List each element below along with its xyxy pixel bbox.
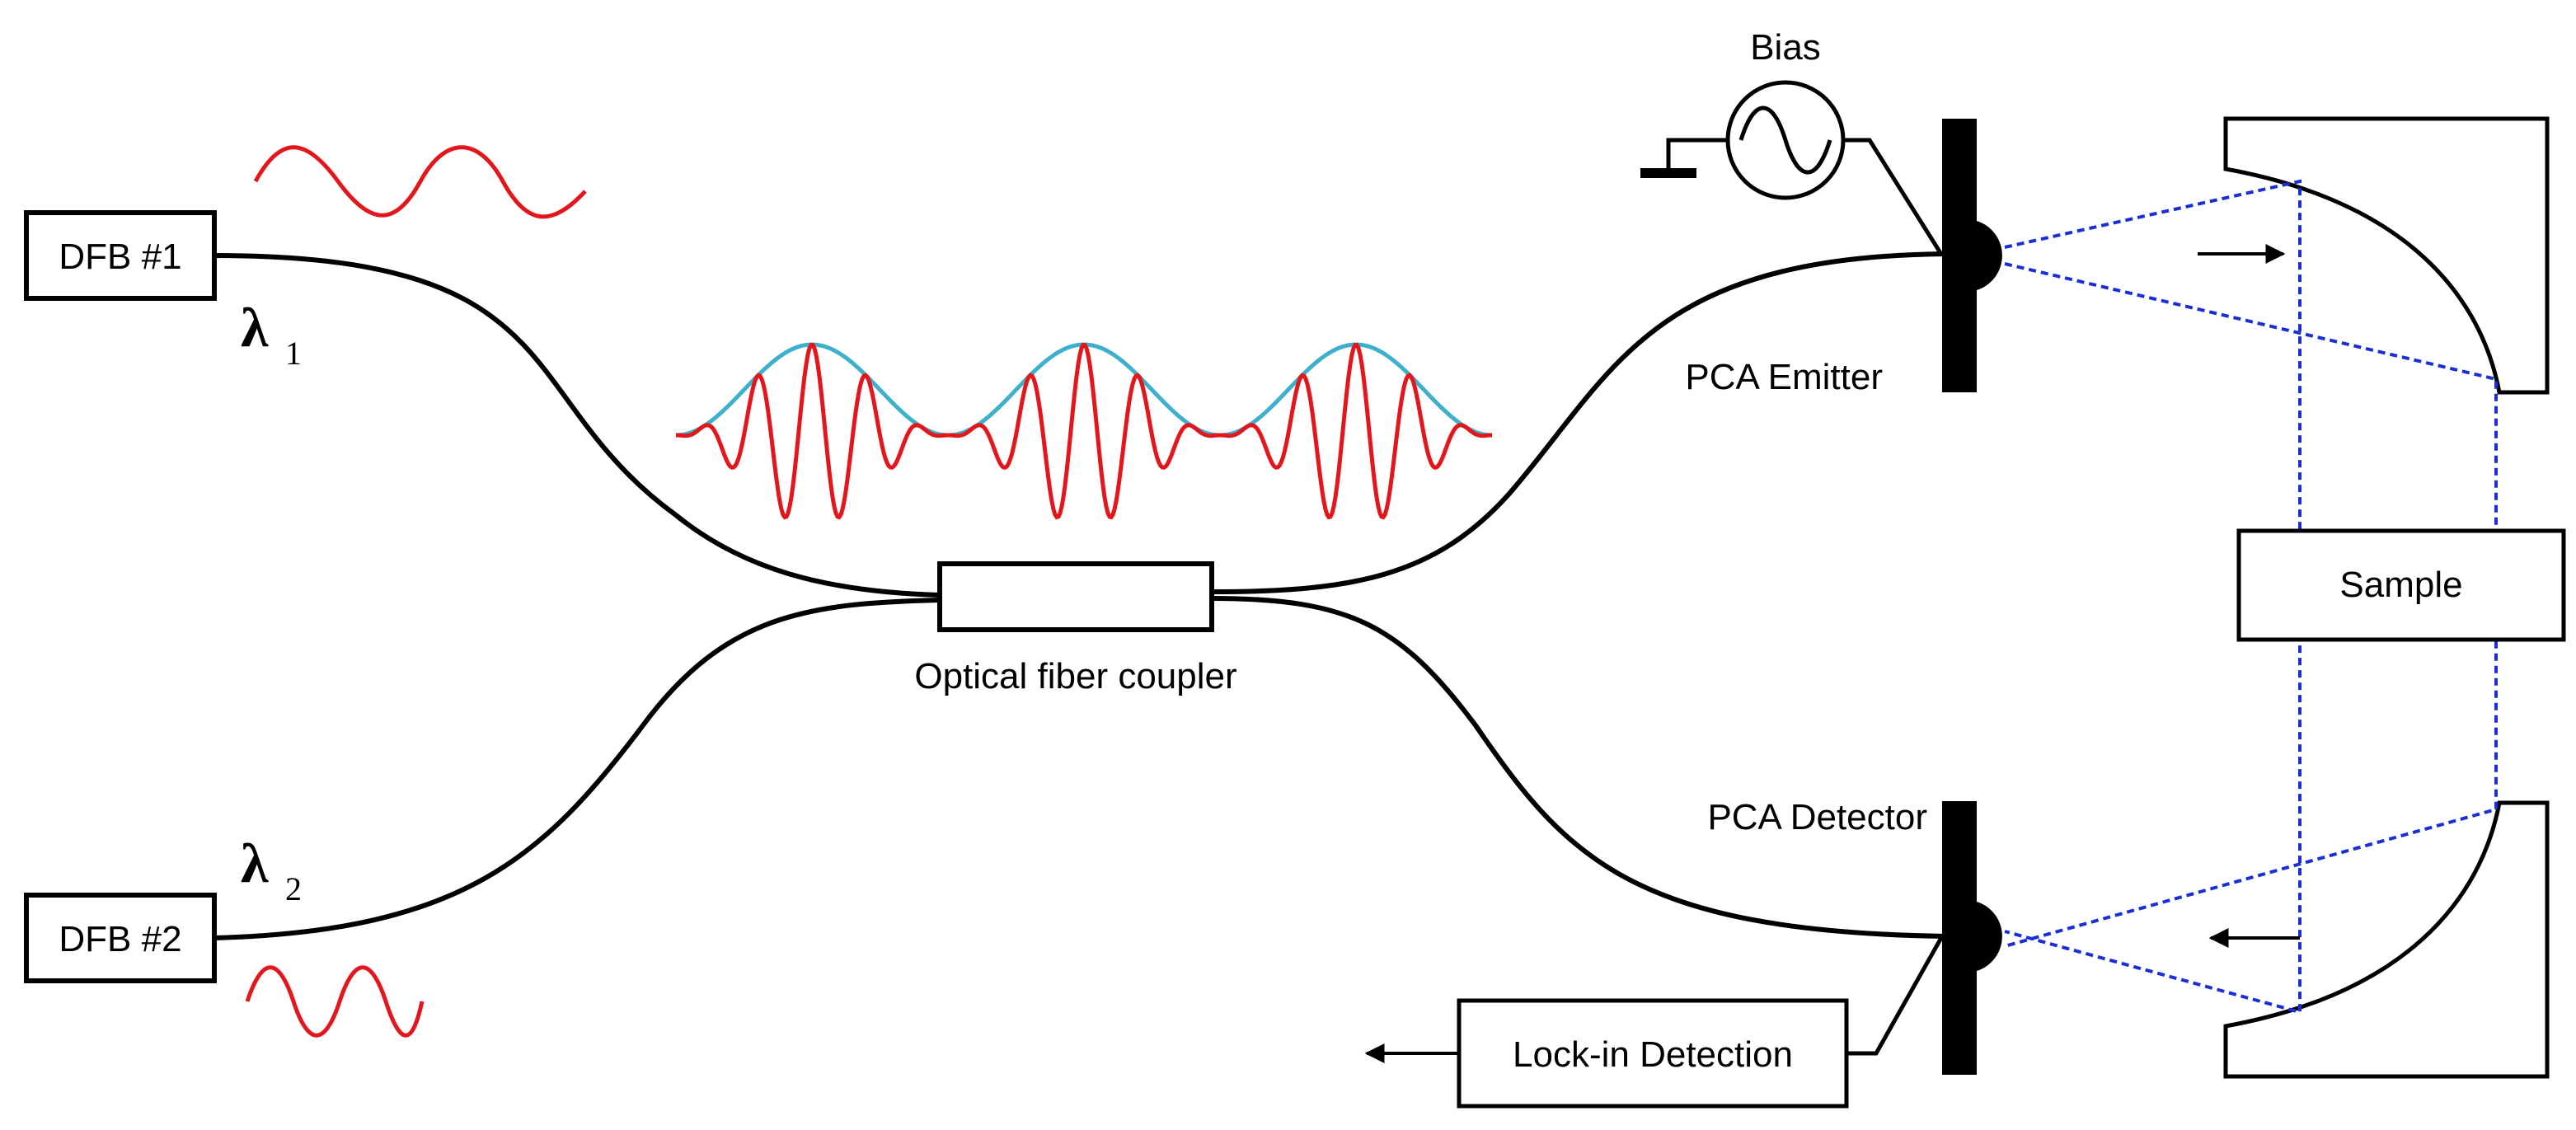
coupler-label: Optical fiber coupler [914, 656, 1236, 696]
pca-emitter: PCA Emitter [1685, 119, 2002, 397]
sample-label: Sample [2339, 565, 2462, 605]
lambda1-subscript: 1 [285, 335, 302, 372]
lambda1-label: λ 1 [241, 296, 302, 372]
emitter-antenna-bar [1942, 119, 1977, 392]
pca-detector: PCA Detector [1707, 797, 2002, 1075]
beat-carrier [676, 343, 1492, 520]
sample: Sample [2236, 528, 2566, 642]
lambda1-symbol: λ [241, 296, 269, 359]
lockin-label: Lock-in Detection [1513, 1034, 1793, 1075]
bias-label: Bias [1750, 27, 1821, 68]
fiber-coupler-to-emitter [1211, 251, 1946, 594]
detector-label: PCA Detector [1707, 797, 1927, 837]
lambda2-symbol: λ [241, 832, 269, 894]
lock-in-detection: Lock-in Detection [1364, 998, 1849, 1109]
emitter-lens [1977, 221, 2002, 290]
fiber-coupler-to-detector [1211, 596, 1946, 939]
ac-voltage-source-icon [1725, 80, 1846, 200]
upper-parabolic-mirror [2223, 116, 2550, 395]
fiber-dfb1-to-coupler [213, 253, 941, 598]
lambda2-label: λ 2 [241, 832, 302, 907]
detector-output-wire [1846, 935, 1945, 1056]
dfb2-label: DFB #2 [59, 919, 181, 959]
dfb1-laser: DFB #1 [24, 210, 217, 301]
bias-circuit: Bias [1640, 27, 1945, 257]
optical-fiber-coupler: Optical fiber coupler [914, 561, 1237, 696]
detector-lens [1977, 902, 2002, 971]
dfb1-label: DFB #1 [59, 237, 181, 277]
wavelength2-sine [245, 965, 425, 1038]
lambda2-subscript: 2 [285, 870, 302, 907]
detector-antenna-bar [1942, 801, 1977, 1075]
beat-signal [676, 342, 1492, 520]
dfb2-laser: DFB #2 [24, 893, 217, 983]
bias-ground-wire [1666, 138, 1728, 171]
lower-parabolic-mirror [2223, 800, 2550, 1079]
fiber-dfb2-to-coupler [213, 598, 941, 940]
bias-emitter-wire [1843, 138, 1945, 257]
emitter-label: PCA Emitter [1685, 357, 1883, 397]
wavelength1-sine [253, 145, 587, 219]
